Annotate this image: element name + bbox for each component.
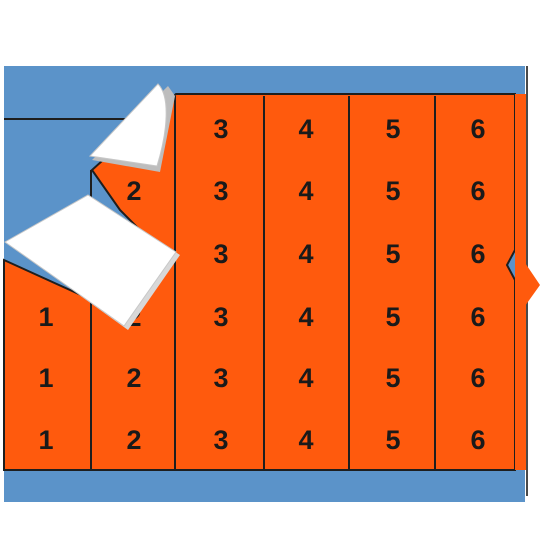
marker-number-5: 5 xyxy=(385,363,400,393)
marker-number-2: 2 xyxy=(126,176,141,206)
marker-number-3: 3 xyxy=(213,114,228,144)
marker-number-4: 4 xyxy=(298,239,313,269)
marker-number-6: 6 xyxy=(470,239,485,269)
marker-number-4: 4 xyxy=(298,302,313,332)
marker-number-6: 6 xyxy=(470,302,485,332)
marker-number-3: 3 xyxy=(213,176,228,206)
marker-number-5: 5 xyxy=(385,176,400,206)
curl-face xyxy=(88,83,167,167)
marker-number-5: 5 xyxy=(385,425,400,455)
marker-number-4: 4 xyxy=(298,176,313,206)
marker-number-3: 3 xyxy=(213,239,228,269)
marker-number-2: 2 xyxy=(126,425,141,455)
marker-number-3: 3 xyxy=(213,302,228,332)
marker-number-6: 6 xyxy=(470,425,485,455)
marker-number-4: 4 xyxy=(298,114,313,144)
peeled-label-curl xyxy=(88,83,175,172)
marker-number-1: 1 xyxy=(38,302,53,332)
column-dividers xyxy=(90,96,436,469)
marker-number-3: 3 xyxy=(213,425,228,455)
peeled-label-large xyxy=(4,194,180,330)
marker-number-3: 3 xyxy=(213,363,228,393)
marker-number-4: 4 xyxy=(298,425,313,455)
marker-number-5: 5 xyxy=(385,239,400,269)
marker-number-6: 6 xyxy=(470,363,485,393)
marker-number-5: 5 xyxy=(385,114,400,144)
tab-notch xyxy=(515,248,540,320)
marker-number-5: 5 xyxy=(385,302,400,332)
marker-number-6: 6 xyxy=(470,176,485,206)
marker-number-2: 2 xyxy=(126,363,141,393)
marker-number-1: 1 xyxy=(38,363,53,393)
marker-number-1: 1 xyxy=(38,425,53,455)
peeled-label-face xyxy=(4,194,177,327)
marker-number-4: 4 xyxy=(298,363,313,393)
marker-number-6: 6 xyxy=(470,114,485,144)
